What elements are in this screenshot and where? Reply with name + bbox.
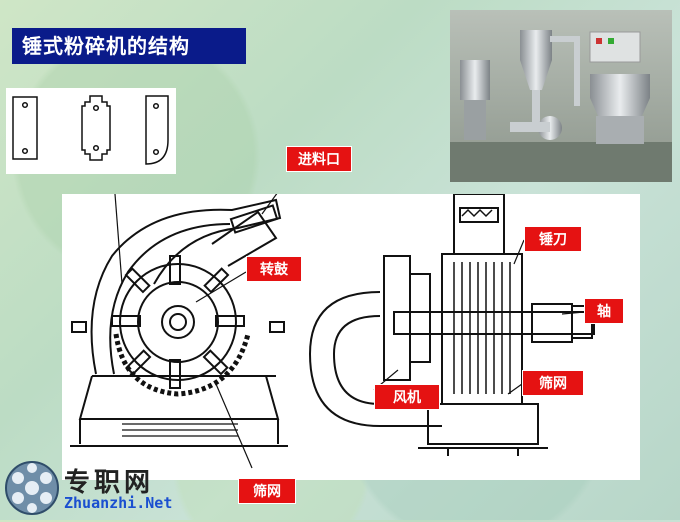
side-view-drawing [70, 198, 288, 447]
site-logo [2, 454, 202, 518]
logo-site-text: Zhuanzhi.Net [64, 494, 173, 512]
structure-diagram [62, 103, 640, 480]
hammer-shapes-panel [6, 88, 176, 174]
label-fan: 风机 [374, 384, 440, 410]
hammer-shape-notched [81, 95, 111, 161]
hammer-shape-rounded [145, 95, 169, 165]
slide-title: 锤式粉碎机的结构 [12, 28, 246, 64]
machine-photo [450, 10, 672, 182]
hammer-shape-rect [12, 96, 38, 160]
logo-chinese-text: 专职网 [64, 468, 155, 498]
label-rotor-drum: 转鼓 [246, 256, 302, 282]
label-screen-bottom: 筛网 [238, 478, 296, 504]
label-feed-inlet: 进料口 [286, 146, 352, 172]
label-shaft: 轴 [584, 298, 624, 324]
label-hammer-blade: 锤刀 [524, 226, 582, 252]
label-screen-right: 筛网 [522, 370, 584, 396]
